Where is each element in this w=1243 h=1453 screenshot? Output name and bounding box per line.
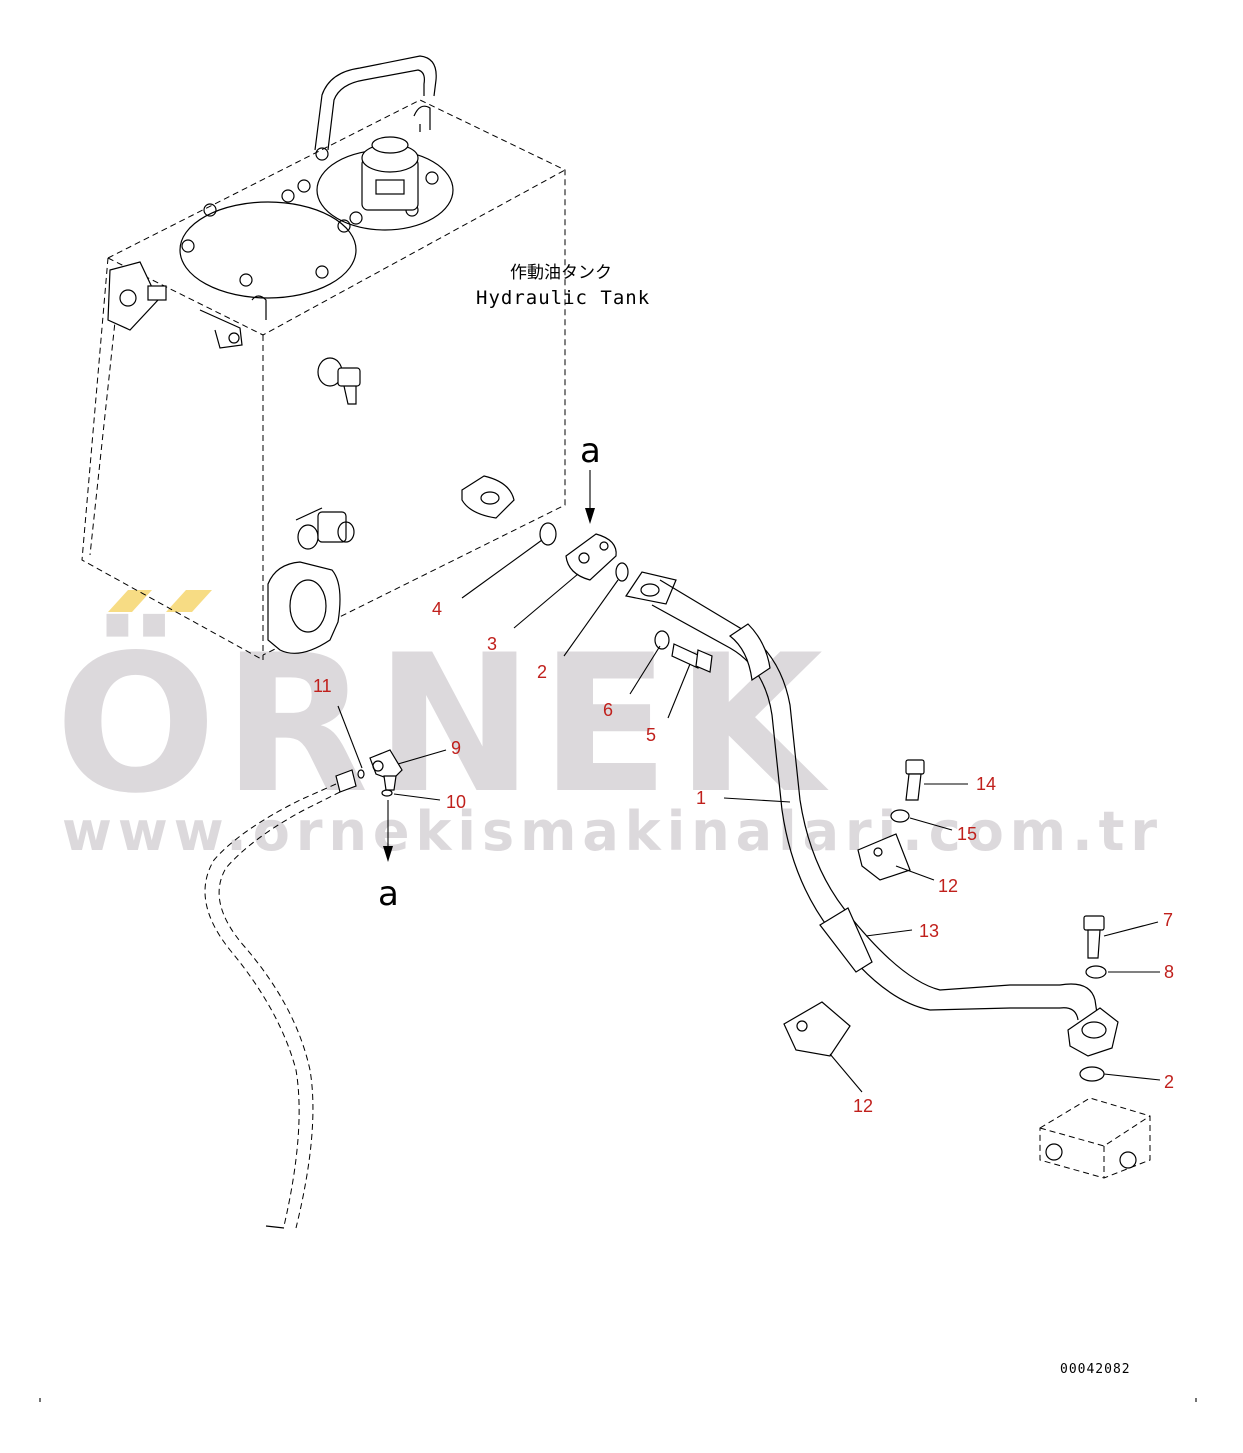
- watermark-accent-right: [166, 590, 212, 612]
- washer-15: [890, 809, 910, 823]
- callout-6: 6: [603, 700, 613, 720]
- callout-12-lower: 12: [853, 1096, 873, 1116]
- callout-13: 13: [919, 921, 939, 941]
- callout-7: 7: [1163, 910, 1173, 930]
- valve-block: [1039, 1097, 1151, 1179]
- clamp-12-lower: [783, 1001, 851, 1057]
- o-ring-10: [381, 789, 393, 797]
- view-marker-bottom-letter: a: [378, 874, 399, 914]
- callout-2-top: 2: [537, 662, 547, 682]
- callout-5: 5: [646, 725, 656, 745]
- callout-12-upper: 12: [938, 876, 958, 896]
- watermark-accent-left: [108, 590, 152, 612]
- washer-8: [1085, 965, 1107, 979]
- elbow-9: [369, 749, 403, 791]
- callout-3: 3: [487, 634, 497, 654]
- bolt-14: [905, 759, 925, 801]
- callout-14: 14: [976, 774, 996, 794]
- o-ring-11: [357, 769, 365, 779]
- flange-3: [565, 533, 617, 581]
- o-ring-2-top: [615, 562, 629, 582]
- bolt-5: [671, 643, 713, 673]
- o-ring-2-bottom: [1079, 1066, 1105, 1082]
- view-arrow-bottom-icon: [383, 846, 393, 862]
- view-marker-top-letter: a: [580, 431, 601, 471]
- hose: [204, 769, 357, 1229]
- view-marker-bottom: a: [378, 800, 399, 914]
- view-marker-top: a: [580, 431, 601, 524]
- watermark-logo: ÖRNEK: [55, 613, 829, 835]
- clamp-12-upper: [857, 833, 911, 881]
- tank-label-jp: 作動油タンク: [510, 263, 612, 283]
- drawing-code: 00042082: [1060, 1362, 1131, 1377]
- watermark-url: www.ornekismakinalari.com.tr: [62, 800, 1163, 863]
- pipe-1: [625, 571, 1119, 1057]
- hydraulic-tank: [81, 55, 566, 661]
- callout-15: 15: [957, 824, 977, 844]
- callouts: 4 3 2 6 5 11 9 10 1 14 15 12 13 7 8 2 12: [313, 599, 1174, 1116]
- callout-9: 9: [451, 738, 461, 758]
- callout-8: 8: [1164, 962, 1174, 982]
- callout-1: 1: [696, 788, 706, 808]
- callout-11: 11: [313, 676, 332, 696]
- leader-lines: [337, 539, 1161, 1093]
- tank-label-en: Hydraulic Tank: [476, 287, 650, 309]
- bolt-7: [1083, 915, 1105, 959]
- view-arrow-top-icon: [585, 508, 595, 524]
- callout-2-bottom: 2: [1164, 1072, 1174, 1092]
- callout-4: 4: [432, 599, 442, 619]
- watermark: ÖRNEK www.ornekismakinalari.com.tr: [55, 590, 1163, 863]
- o-ring-4: [539, 522, 557, 546]
- callout-10: 10: [446, 792, 466, 812]
- washer-6: [654, 630, 670, 650]
